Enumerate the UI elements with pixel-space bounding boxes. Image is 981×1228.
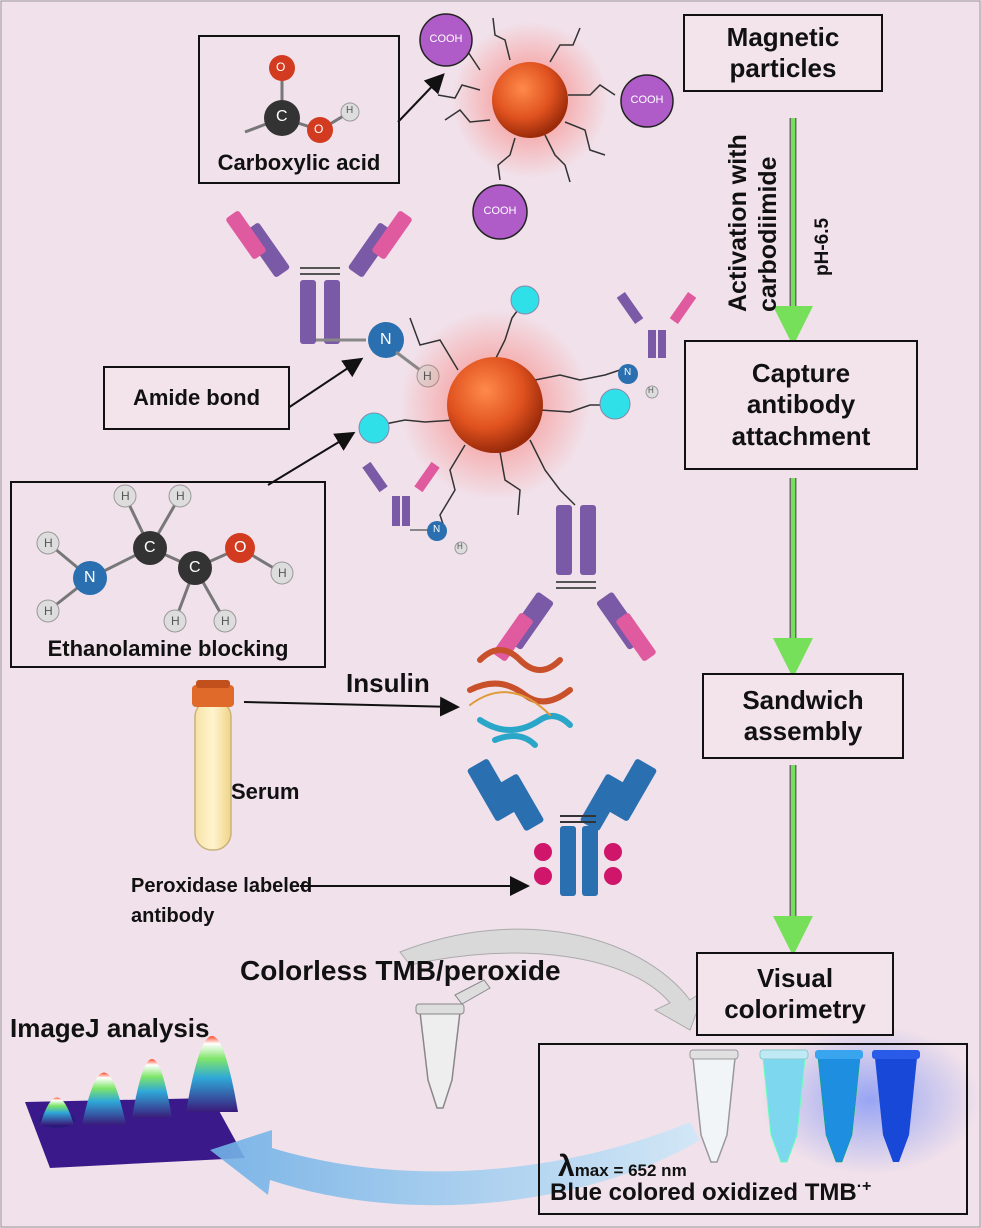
- insulin-protein: [467, 647, 573, 748]
- cooh-label-2: COOH: [630, 94, 664, 106]
- carboxylic-acid-box: Carboxylic acid: [198, 35, 400, 184]
- serum-label: Serum: [231, 779, 300, 804]
- imagej-label: ImageJ analysis: [10, 1013, 210, 1043]
- cooh-groups: [419, 13, 674, 240]
- eth-atom-h5: H: [171, 614, 180, 628]
- eth-atom-h3: H: [121, 489, 130, 503]
- serum-tube: [192, 680, 234, 851]
- step-visual-colorimetry: Visual colorimetry: [696, 952, 894, 1036]
- eth-atom-c1: C: [144, 539, 156, 556]
- atom-h-amide: H: [423, 369, 432, 383]
- lambda-value: = 652 nm: [608, 1161, 687, 1180]
- eth-atom-h2: H: [44, 604, 53, 618]
- atom-o2: O: [314, 122, 324, 136]
- lambda-subscript: max: [574, 1161, 609, 1180]
- colorimetry-result-box: [538, 1043, 968, 1215]
- magnetic-particle-middle: [358, 285, 631, 531]
- peroxidase-label-line1: Peroxidase labeled: [131, 875, 313, 897]
- pointer-arrows: [243, 73, 530, 896]
- ethanolamine-box: Ethanolamine blocking: [10, 481, 326, 668]
- atom-c: C: [276, 108, 288, 125]
- eth-atom-o: O: [234, 539, 247, 556]
- eth-atom-c2: C: [189, 559, 201, 576]
- insulin-label: Insulin: [346, 668, 430, 698]
- lambda-max-label: λmax = 652 nm: [558, 1150, 687, 1184]
- carboxylic-acid-label: Carboxylic acid: [217, 149, 381, 175]
- tmb-label: Colorless TMB/peroxide: [240, 955, 561, 986]
- capture-antibody-small-right: [616, 292, 697, 399]
- eth-atom-h6: H: [221, 614, 230, 628]
- peroxidase-label-line2: antibody: [131, 905, 215, 927]
- atom-n-small-right: N: [624, 367, 632, 378]
- blue-tmb-label: Blue colored oxidized TMB·+: [550, 1178, 871, 1207]
- lambda-symbol: λ: [558, 1150, 575, 1183]
- atom-h: H: [346, 105, 354, 116]
- eth-atom-h4: H: [176, 489, 185, 503]
- step-magnetic-particles: Magnetic particles: [683, 14, 883, 92]
- ethanolamine-label: Ethanolamine blocking: [47, 635, 289, 661]
- activation-label-line1: Activation with: [724, 134, 752, 312]
- atom-o1: O: [276, 60, 286, 74]
- cooh-label-3: COOH: [483, 205, 517, 217]
- capture-antibody-bound: [493, 505, 656, 661]
- amide-bond-box: Amide bond: [103, 366, 290, 430]
- activation-label-line2: carbodiimide: [754, 156, 782, 312]
- step-sandwich-assembly: Sandwich assembly: [702, 673, 904, 759]
- eth-atom-h1: H: [44, 536, 53, 550]
- colored-tubes: [689, 1025, 980, 1175]
- eth-atom-n: N: [84, 569, 96, 586]
- curved-arrow-blue: [210, 1122, 700, 1206]
- atom-h-small-right: H: [648, 386, 654, 395]
- atom-n-small-left: N: [433, 524, 441, 535]
- atom-n-amide: N: [380, 331, 392, 348]
- magnetic-particle-top: [431, 17, 616, 183]
- imagej-surface-plot: [25, 1036, 245, 1168]
- cooh-label-1: COOH: [429, 33, 463, 45]
- detection-antibody: [467, 759, 657, 896]
- capture-antibody-small-left: [362, 461, 468, 555]
- tmb-charge: ·+: [856, 1178, 872, 1195]
- capture-antibody-left: [226, 211, 440, 388]
- colorless-tube: [415, 979, 491, 1109]
- eth-atom-h7: H: [278, 566, 287, 580]
- step-capture-antibody: Capture antibody attachment: [684, 340, 918, 470]
- ph-label: pH-6.5: [812, 217, 833, 276]
- atom-h-small-left: H: [457, 542, 463, 551]
- ethanolamine-molecule: [36, 484, 294, 633]
- carboxylic-acid-molecule: [244, 55, 360, 143]
- blue-tmb-text: Blue colored oxidized TMB: [550, 1179, 857, 1206]
